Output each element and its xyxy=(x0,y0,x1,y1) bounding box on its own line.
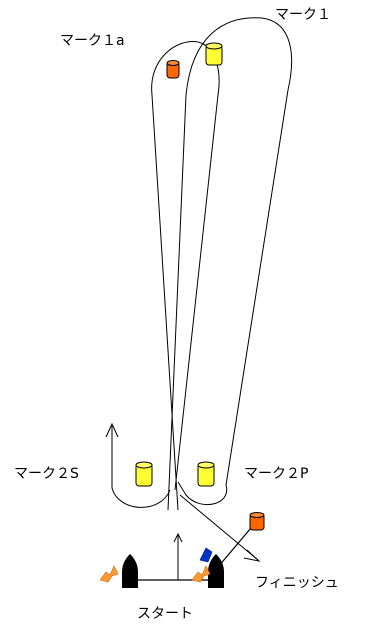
flag-left-icon xyxy=(99,565,119,583)
label-start: スタート xyxy=(137,606,193,622)
course-loop-mark1 xyxy=(167,17,293,511)
arrow-head-up xyxy=(105,422,119,438)
mark2p-buoy xyxy=(197,461,215,487)
label-mark1: マーク１ xyxy=(275,7,331,23)
course-loop-mark1a xyxy=(151,41,220,511)
flag-right-icon xyxy=(191,565,211,583)
finish-mark-buoy xyxy=(249,512,265,531)
mark1a-buoy xyxy=(166,60,180,79)
label-mark2p: マーク２P xyxy=(244,466,309,482)
label-mark2s: マーク２S xyxy=(14,466,79,482)
course-loop-mark2p xyxy=(177,481,228,505)
start-boat-left xyxy=(122,554,138,588)
course-finish-line xyxy=(179,494,259,561)
mark2s-buoy xyxy=(135,461,153,487)
label-finish: フィニッシュ xyxy=(255,575,339,591)
mark1-buoy xyxy=(205,42,223,66)
flag-blue-icon xyxy=(199,547,213,563)
finish-line xyxy=(217,521,257,568)
start-boat-right xyxy=(208,554,224,588)
course-loop-mark2s xyxy=(111,426,171,508)
arrow-head-finish xyxy=(243,549,261,562)
arrow-head-start xyxy=(173,532,183,543)
label-mark1a: マーク１a xyxy=(60,33,125,49)
